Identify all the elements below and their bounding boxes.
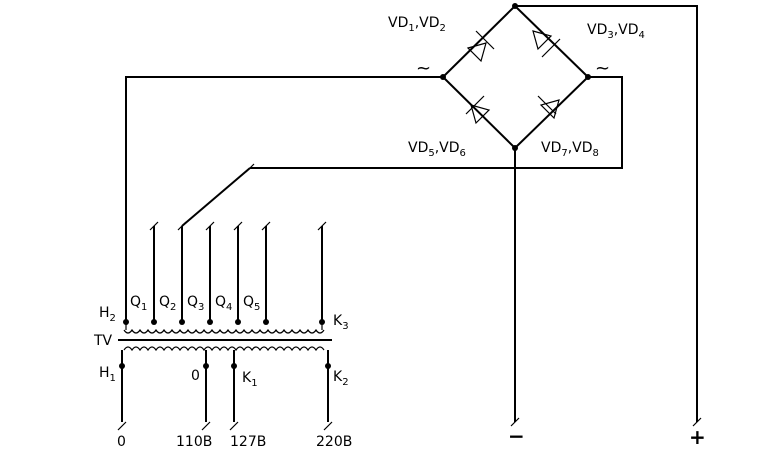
diode-vd5-vd6 xyxy=(465,95,491,125)
diode-vd7-vd8 xyxy=(537,95,560,120)
terminal-0-label: 0 xyxy=(117,434,126,450)
label-vd7-vd8: VD7,VD8 xyxy=(541,140,599,159)
ac-symbol-right: ~ xyxy=(595,58,610,79)
secondary-taps xyxy=(123,221,327,325)
ac-symbol-left: ~ xyxy=(416,58,431,79)
terminal-220-label: 220B xyxy=(316,434,352,450)
terminal-minus-label: − xyxy=(508,424,525,448)
label-vd1-vd2: VD1,VD2 xyxy=(388,15,446,34)
label-k3: K3 xyxy=(333,313,349,332)
label-q4: Q4 xyxy=(215,294,232,313)
diode-bridge: VD1,VD2 VD3,VD4 VD5,VD6 VD7,VD8 ~ ~ xyxy=(388,3,645,159)
transformer: TV xyxy=(93,322,332,352)
output-terminal-marks xyxy=(117,417,702,431)
label-h2: H2 xyxy=(99,305,116,324)
label-k1: K1 xyxy=(242,370,258,389)
label-q5: Q5 xyxy=(243,294,260,313)
label-h1: H1 xyxy=(99,365,116,384)
diode-vd3-vd4 xyxy=(532,30,561,58)
terminal-110-label: 110B xyxy=(176,434,212,450)
transformer-label: TV xyxy=(93,333,113,349)
label-zero-tap: 0 xyxy=(191,368,200,384)
label-vd5-vd6: VD5,VD6 xyxy=(408,140,466,159)
label-q2: Q2 xyxy=(159,294,176,313)
diode-vd1-vd2 xyxy=(466,30,495,63)
tap-selector-switch xyxy=(177,163,255,231)
label-vd3-vd4: VD3,VD4 xyxy=(587,22,645,41)
wiring xyxy=(125,5,698,422)
terminal-127-label: 127B xyxy=(230,434,266,450)
terminal-plus-label: + xyxy=(689,425,706,449)
label-q1: Q1 xyxy=(130,294,147,313)
label-q3: Q3 xyxy=(187,294,204,313)
primary-leads xyxy=(119,350,331,422)
label-k2: K2 xyxy=(333,369,349,388)
